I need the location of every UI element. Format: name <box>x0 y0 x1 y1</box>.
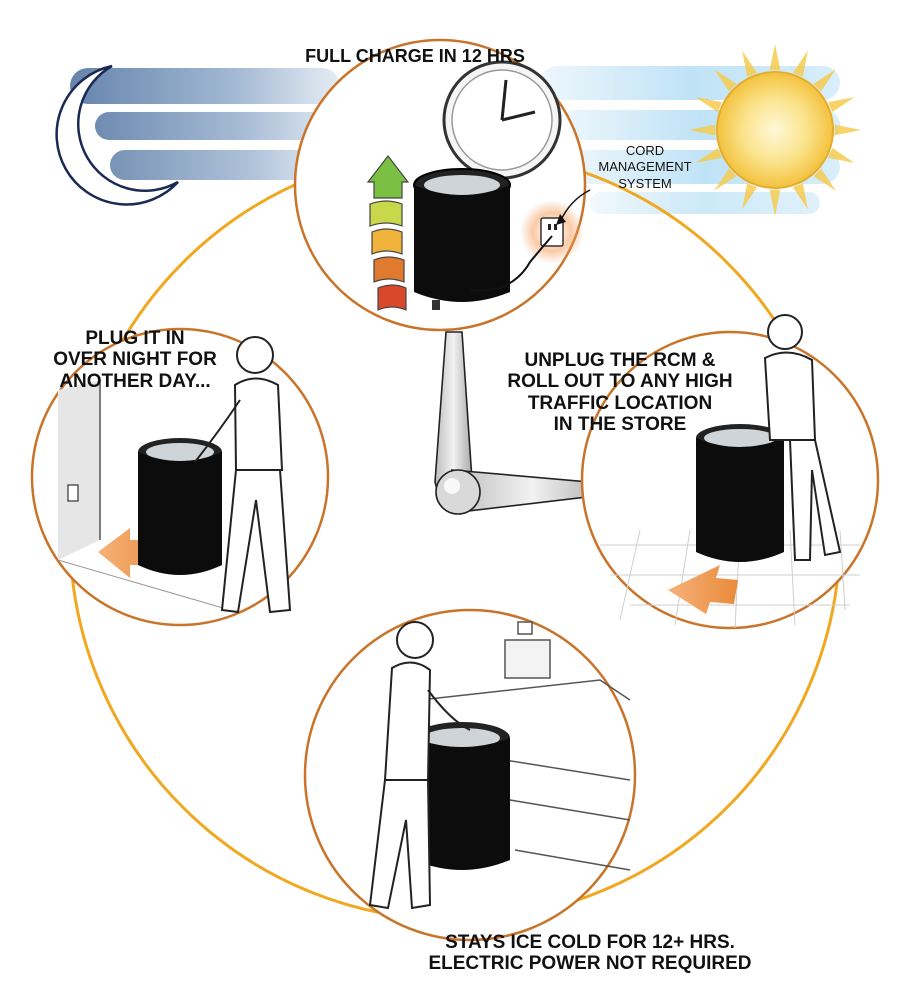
sun-ray <box>742 50 758 77</box>
clock-hand-center <box>434 331 613 515</box>
person-icon <box>194 336 292 614</box>
sun-ray <box>792 183 808 210</box>
sun-ray <box>742 183 758 210</box>
direction-arrow-icon <box>668 565 738 614</box>
sun-ray <box>689 124 716 136</box>
clock-icon <box>442 60 562 180</box>
wall-outlet-icon <box>67 484 79 502</box>
sun-ray <box>714 69 737 92</box>
store-counter <box>419 621 631 871</box>
cooler-icon <box>414 722 510 870</box>
wall-outlet-icon <box>540 217 564 247</box>
step-plug-label: PLUG IT IN OVER NIGHT FOR ANOTHER DAY... <box>53 328 217 392</box>
sun-ray <box>828 147 855 163</box>
sun-ray <box>769 189 781 216</box>
cooler-icon <box>413 168 511 310</box>
power-cord <box>469 235 553 292</box>
step-charge-panel <box>293 38 591 332</box>
sun-ray <box>828 97 855 113</box>
step-unplug-label: UNPLUG THE RCM & ROLL OUT TO ANY HIGH TR… <box>507 350 733 435</box>
sun-ray <box>695 97 722 113</box>
sun-ray <box>813 168 836 191</box>
step-cold-panel <box>303 608 637 942</box>
charge-meter-icon <box>366 155 410 311</box>
step-plug-panel <box>30 327 330 627</box>
sun-ray <box>769 44 781 71</box>
sun-ray <box>714 168 737 191</box>
sun-ray <box>695 147 722 163</box>
sun-ray <box>792 50 808 77</box>
sun-ray <box>813 69 836 92</box>
person-icon <box>763 314 842 561</box>
step-cold-label: STAYS ICE COLD FOR 12+ HRS. ELECTRIC POW… <box>428 932 752 975</box>
sun-icon <box>689 44 861 216</box>
cooler-icon <box>696 424 784 562</box>
sun-ray <box>834 124 861 136</box>
step-charge-label: FULL CHARGE IN 12 HRS <box>305 46 525 66</box>
step-unplug-panel <box>580 314 880 630</box>
person-icon <box>368 621 471 910</box>
moon-icon <box>55 64 179 206</box>
night-sky <box>70 68 345 180</box>
cord-management-label: CORD MANAGEMENT SYSTEM <box>598 143 692 191</box>
cooler-icon <box>138 438 222 575</box>
